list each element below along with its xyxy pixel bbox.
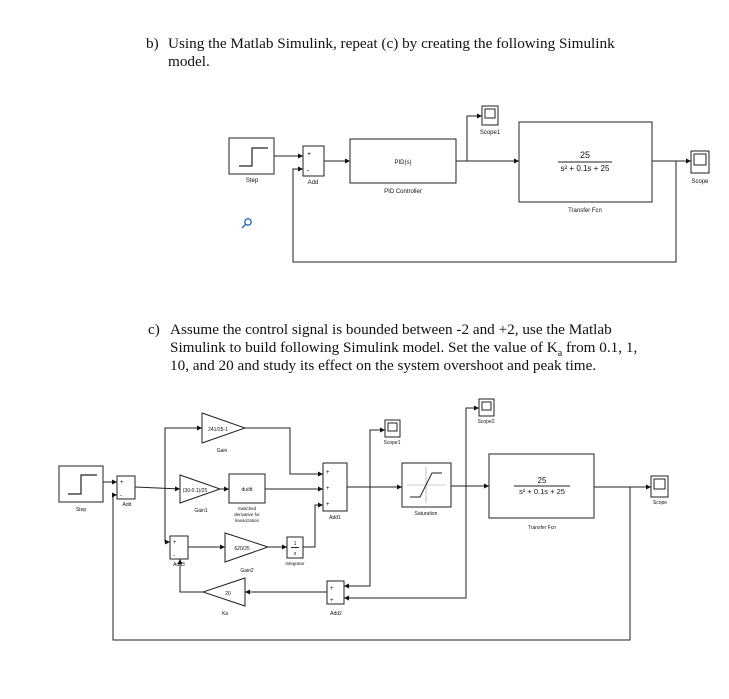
d1-scope-block[interactable] [690, 150, 710, 174]
svg-text:+: + [120, 480, 124, 486]
d2-ka-label: Ka [222, 611, 228, 617]
d2-integrator-block[interactable] [286, 536, 304, 559]
d2-gain2-value: 620/25 [234, 546, 250, 552]
d2-scope-label: Scope [653, 500, 667, 506]
svg-text:+: + [330, 586, 334, 592]
magnifier-icon[interactable] [241, 218, 252, 229]
svg-text:+: + [326, 502, 330, 508]
d1-step-block[interactable] [228, 137, 275, 175]
d1-pid-label: PID Controller [384, 189, 422, 195]
d2-saturation-block[interactable] [401, 462, 452, 508]
section-c-line1: Assume the control signal is bounded bet… [170, 321, 612, 338]
d1-tf-den: s² + 0.1s + 25 [561, 164, 610, 173]
d1-step-label: Step [246, 178, 259, 184]
section-b-line1: Using the Matlab Simulink, repeat (c) by… [168, 35, 615, 52]
d2-gain2-label: Gain2 [240, 568, 254, 574]
d2-scope-block[interactable] [650, 475, 669, 498]
d2-tf-label: Transfer Fcn [528, 525, 556, 531]
d2-derivative-label3: linearization [235, 518, 260, 523]
section-b-label: b) [146, 35, 159, 52]
d2-integrator-num: 1 [294, 541, 297, 547]
d1-add-label: Add [308, 180, 319, 186]
d2-scope2-block[interactable] [478, 398, 495, 417]
d2-scope1-block[interactable] [384, 419, 401, 438]
d2-gain-value: 241/25-1 [208, 427, 228, 433]
d1-transfer-fcn-block[interactable] [518, 121, 653, 203]
svg-text:+: + [173, 540, 177, 546]
d2-gain1-label: Gain1 [194, 508, 208, 514]
diagram-2: Step + - Add 241/25-1 Gain (30-0.1)/25 G… [58, 398, 669, 641]
section-c-label: c) [148, 321, 160, 338]
d2-add-label: Add [123, 502, 132, 508]
d2-add1-block[interactable]: + + + [322, 462, 348, 512]
d2-tf-den: s² + 0.1s + 25 [519, 487, 565, 496]
svg-text:+: + [326, 470, 330, 476]
d1-scope1-label: Scope1 [480, 130, 501, 136]
section-c-line2: Simulink to build following Simulink mod… [170, 339, 637, 363]
d2-derivative-value: du/dt [241, 487, 253, 493]
d2-ka-value: 20 [225, 591, 231, 597]
d2-transfer-fcn-block[interactable] [488, 453, 595, 519]
d2-ka-block[interactable] [201, 577, 246, 607]
svg-text:+: + [307, 151, 311, 158]
d2-integrator-label: Integrator [285, 561, 305, 566]
d2-derivative-block[interactable] [228, 473, 266, 504]
d2-gain-label: Gain [217, 448, 228, 454]
d1-add-block[interactable]: + - [302, 145, 325, 177]
d2-add2-label: Add2 [330, 611, 342, 617]
d2-scope1-label: Scope1 [384, 440, 401, 446]
d1-scope1-block[interactable] [481, 105, 499, 126]
diagram-1: Step + - Add PID(s) PID Controller Scope… [228, 105, 710, 263]
section-c-line2-sub: a [557, 348, 563, 360]
svg-text:+: + [330, 598, 334, 604]
d2-step-label: Step [76, 507, 87, 513]
section-c-line2-main: Simulink to build following Simulink mod… [170, 339, 558, 356]
d2-derivative-label1: Switched [238, 506, 257, 511]
d2-add-block[interactable]: + - [116, 475, 136, 500]
d2-tf-num: 25 [538, 476, 547, 485]
section-c-line2-tail: from 0.1, 1, [562, 339, 638, 356]
d2-scope2-label: Scope2 [478, 419, 495, 425]
d2-add2-block[interactable]: + + [326, 580, 345, 605]
d2-derivative-label2: derivative for [234, 512, 260, 517]
d2-step-block[interactable] [58, 465, 104, 503]
d2-gain1-value: (30-0.1)/25 [183, 488, 208, 494]
section-c-line3: 10, and 20 and study its effect on the s… [170, 357, 597, 374]
d1-pid-value: PID(s) [395, 160, 412, 166]
svg-text:-: - [120, 493, 122, 499]
d1-tf-num: 25 [580, 150, 590, 160]
svg-text:-: - [307, 168, 310, 175]
section-b-line2: model. [168, 53, 210, 70]
d2-add1-label: Add1 [329, 515, 341, 521]
d2-saturation-label: Saturation [415, 511, 438, 517]
d2-integrator-den: s [294, 551, 297, 557]
svg-text:+: + [326, 486, 330, 492]
d2-add3-block[interactable]: + - [169, 535, 189, 560]
d1-tf-label: Transfer Fcn [568, 208, 602, 214]
d1-scope-label: Scope [691, 179, 709, 185]
d2-add3-label: Add3 [173, 562, 185, 568]
svg-text:-: - [173, 553, 175, 559]
